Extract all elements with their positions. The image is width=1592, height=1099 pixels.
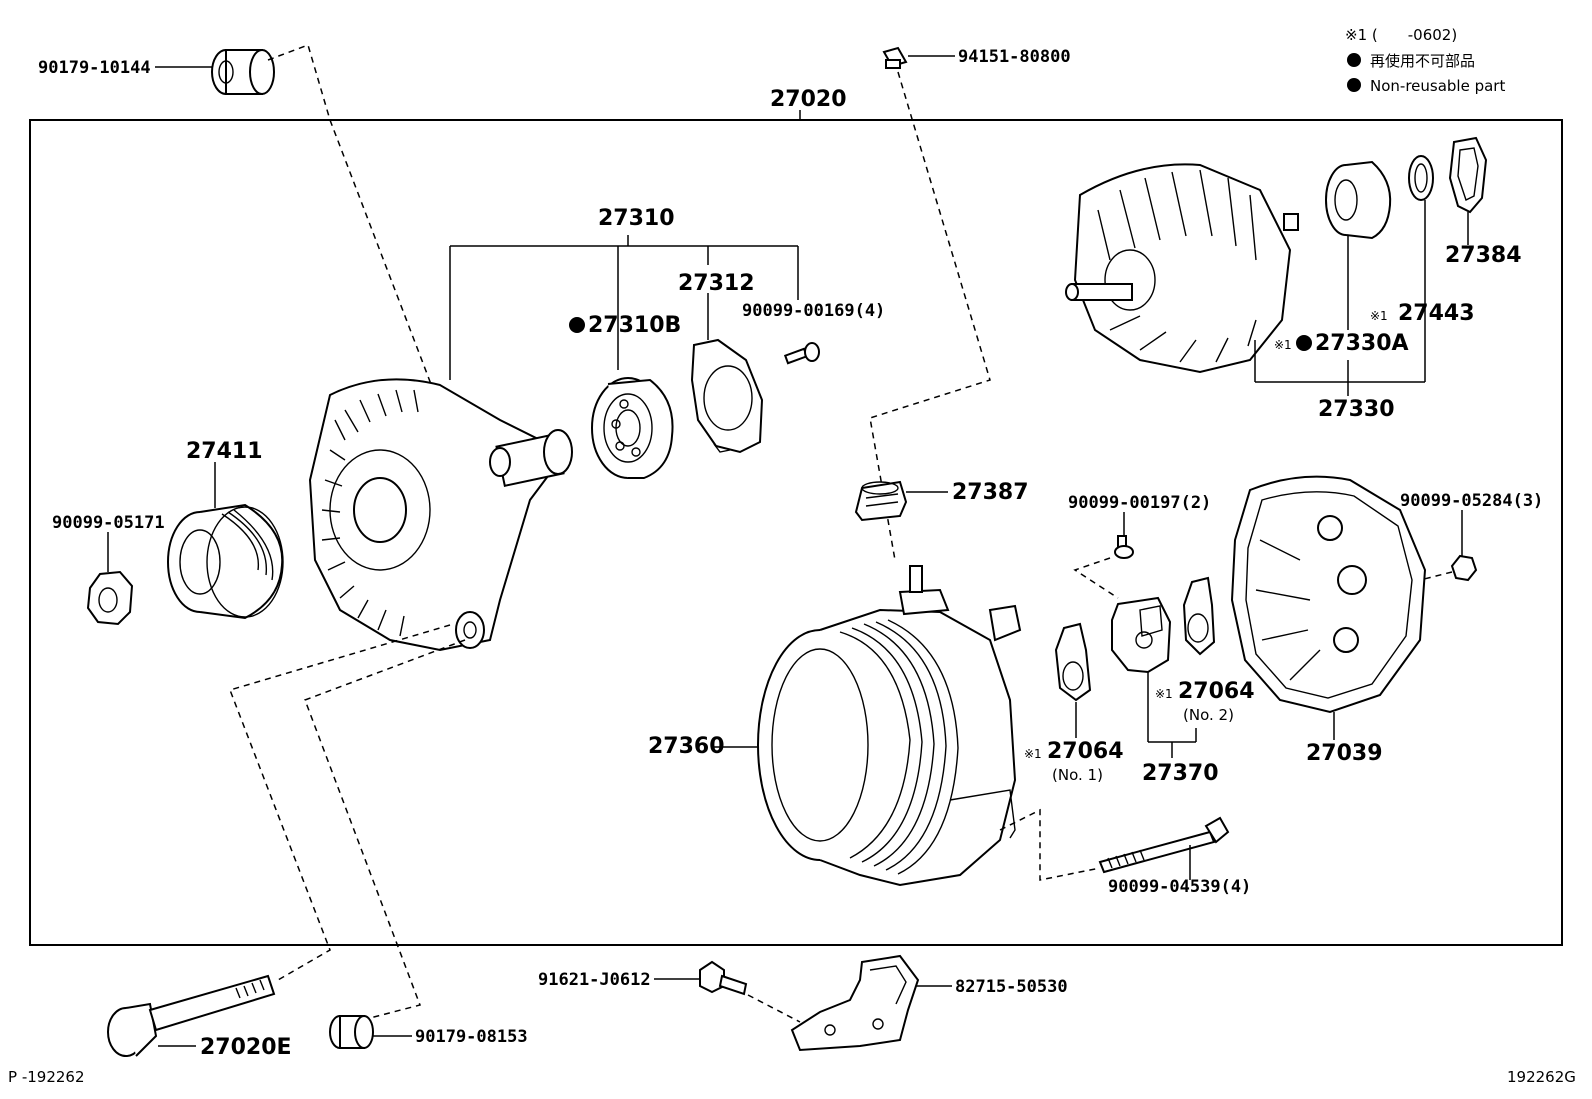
legend-nonreusable-jp: 再使用不可部品 [1370, 52, 1475, 70]
part-label-27312[interactable]: 27312 [678, 271, 755, 296]
nut-90099-05284-icon [1450, 554, 1478, 582]
gasket-27064-no1-icon [1054, 622, 1092, 702]
nonreusable-dot-icon [1347, 53, 1361, 67]
dashed-guide-line [1073, 557, 1119, 599]
dashed-guide-line [267, 44, 461, 461]
screw-90099-00169-icon [783, 342, 820, 365]
rotor-27330-icon [1065, 163, 1299, 374]
part-label-82715-50530[interactable]: 82715-50530 [955, 977, 1068, 997]
nut-90099-05171-icon [86, 570, 134, 626]
dashed-guide-line [1419, 571, 1453, 581]
part-label-27443[interactable]: 27443 [1398, 301, 1475, 326]
note-mark: ※1 [1155, 687, 1173, 701]
part-label-27064-no2-sub: (No. 2) [1183, 706, 1234, 724]
bolt-90099-04539-icon [1098, 816, 1230, 874]
part-label-27064-no2[interactable]: 27064 [1178, 679, 1255, 704]
retainer-plate-27312-icon [690, 338, 764, 454]
legend: ※1 ( -0602) 再使用不可部品 Non-reusable part [1345, 26, 1505, 95]
nut-90179-08153-icon [329, 1015, 374, 1049]
brush-holder-27370-icon [1111, 596, 1172, 674]
dashed-guide-line [999, 808, 1101, 881]
part-label-90099-04539[interactable]: 90099-04539(4) [1108, 877, 1251, 897]
screw-90099-00197-icon [1114, 535, 1134, 559]
part-label-27020[interactable]: 27020 [770, 87, 847, 112]
rear-cover-27039-icon [1230, 475, 1427, 714]
stator-housing-27360-icon [757, 565, 1022, 887]
part-label-27310[interactable]: 27310 [598, 206, 675, 231]
nonreusable-dot-icon [1347, 78, 1361, 92]
dashed-guide-line [304, 639, 466, 1019]
bearing-27330A-icon [1325, 160, 1392, 240]
part-label-90099-00197[interactable]: 90099-00197(2) [1068, 493, 1211, 513]
footer-left-code: P -192262 [8, 1068, 85, 1086]
note-mark: ※1 [1370, 309, 1388, 323]
part-label-91621-J0612[interactable]: 91621-J0612 [538, 970, 651, 990]
assembly-box-27020 [29, 119, 1563, 946]
part-label-90099-00169[interactable]: 90099-00169(4) [742, 301, 885, 321]
part-label-27330[interactable]: 27330 [1318, 397, 1395, 422]
footer-right-code: 192262G [1507, 1068, 1576, 1086]
part-label-94151-80800[interactable]: 94151-80800 [958, 47, 1071, 67]
part-label-27330A[interactable]: 27330A [1315, 331, 1409, 356]
part-label-27039[interactable]: 27039 [1306, 741, 1383, 766]
part-label-27064-no1-sub: (No. 1) [1052, 766, 1103, 784]
note-mark: ※1 [1274, 338, 1292, 352]
dashed-guide-line [747, 994, 801, 1023]
nonreusable-dot-icon [569, 317, 585, 333]
pulley-27411-icon [167, 503, 284, 620]
bracket-27310 [449, 235, 799, 380]
part-label-27064-no1[interactable]: 27064 [1047, 739, 1124, 764]
part-label-90179-08153[interactable]: 90179-08153 [415, 1027, 528, 1047]
part-label-27411[interactable]: 27411 [186, 439, 263, 464]
ring-27443-icon [1408, 155, 1434, 201]
gasket-27064-no2-icon [1182, 576, 1216, 656]
part-label-90179-10144[interactable]: 90179-10144 [38, 58, 151, 78]
part-label-27310B[interactable]: 27310B [588, 313, 681, 338]
part-label-90099-05284[interactable]: 90099-05284(3) [1400, 491, 1543, 511]
legend-nonreusable-en: Non-reusable part [1370, 77, 1505, 95]
legend-note-code: ※1 ( -0602) [1345, 26, 1457, 44]
bolt-27020E-icon [107, 974, 276, 1057]
part-label-27384[interactable]: 27384 [1445, 243, 1522, 268]
bracket-27330 [1254, 340, 1425, 396]
bolt-91621-J0612-icon [699, 960, 748, 996]
nonreusable-dot-icon [1296, 335, 1312, 351]
bracket-27370 [1147, 672, 1197, 758]
part-label-27360[interactable]: 27360 [648, 734, 725, 759]
drive-end-frame-icon [308, 378, 573, 652]
part-label-27387[interactable]: 27387 [952, 480, 1029, 505]
nut-90179-10144-icon [211, 49, 275, 95]
bracket-82715-50530-icon [790, 954, 920, 1052]
note-mark: ※1 [1024, 747, 1042, 761]
cover-27384-icon [1448, 136, 1488, 214]
part-label-27020E[interactable]: 27020E [200, 1035, 292, 1060]
dashed-guide-line [229, 624, 451, 981]
bearing-27310B-icon [591, 377, 674, 479]
terminal-94151-80800-icon [882, 46, 908, 69]
insulator-27387-icon [854, 480, 908, 522]
part-label-27370[interactable]: 27370 [1142, 761, 1219, 786]
part-label-90099-05171[interactable]: 90099-05171 [52, 513, 165, 533]
